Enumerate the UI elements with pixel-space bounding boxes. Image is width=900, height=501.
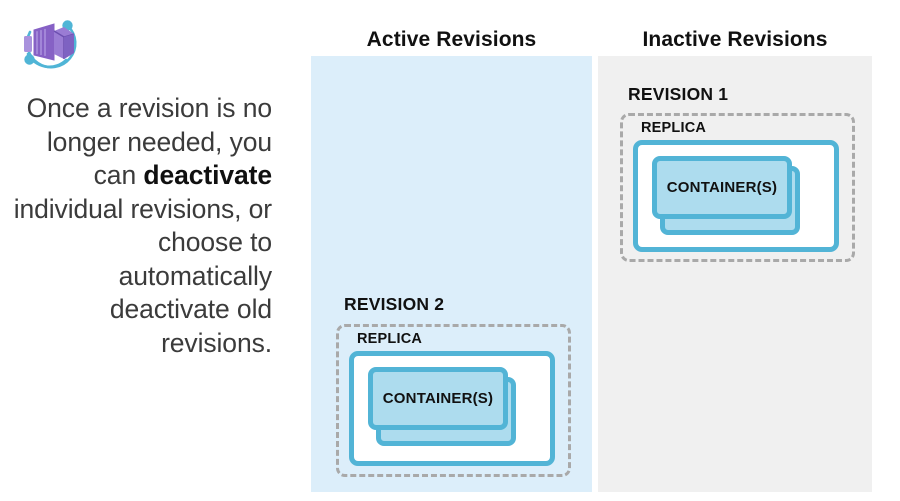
description-suffix: individual revisions, or choose to autom… bbox=[13, 193, 272, 358]
azure-container-apps-icon bbox=[14, 12, 84, 74]
replica-label-1: REPLICA bbox=[641, 120, 707, 136]
description-prefix: Once a revision is no longer needed, you… bbox=[26, 93, 272, 190]
column-heading-active: Active Revisions bbox=[366, 28, 537, 51]
revision-group-1: REVISION 1 REPLICA CONTAINER(S) bbox=[598, 56, 872, 276]
intro-column: Once a revision is no longer needed, you… bbox=[0, 0, 300, 501]
container-label-1: CONTAINER(S) bbox=[666, 179, 778, 196]
replica-boundary-1 bbox=[620, 113, 855, 262]
revision-label-2: REVISION 2 bbox=[344, 294, 445, 314]
description-emphasis: deactivate bbox=[143, 160, 272, 190]
inactive-revisions-panel bbox=[598, 56, 872, 492]
replica-label-2: REPLICA bbox=[357, 331, 423, 347]
replica-boundary-2 bbox=[336, 324, 571, 477]
column-heading-inactive: Inactive Revisions bbox=[642, 28, 828, 51]
container-box-front-1: CONTAINER(S) bbox=[652, 156, 792, 219]
container-label-2: CONTAINER(S) bbox=[382, 390, 494, 407]
container-box-front-2: CONTAINER(S) bbox=[368, 367, 508, 430]
description-text: Once a revision is no longer needed, you… bbox=[4, 92, 272, 360]
revision-group-2: REVISION 2 REPLICA CONTAINER(S) bbox=[311, 264, 592, 492]
revision-label-1: REVISION 1 bbox=[628, 84, 729, 104]
